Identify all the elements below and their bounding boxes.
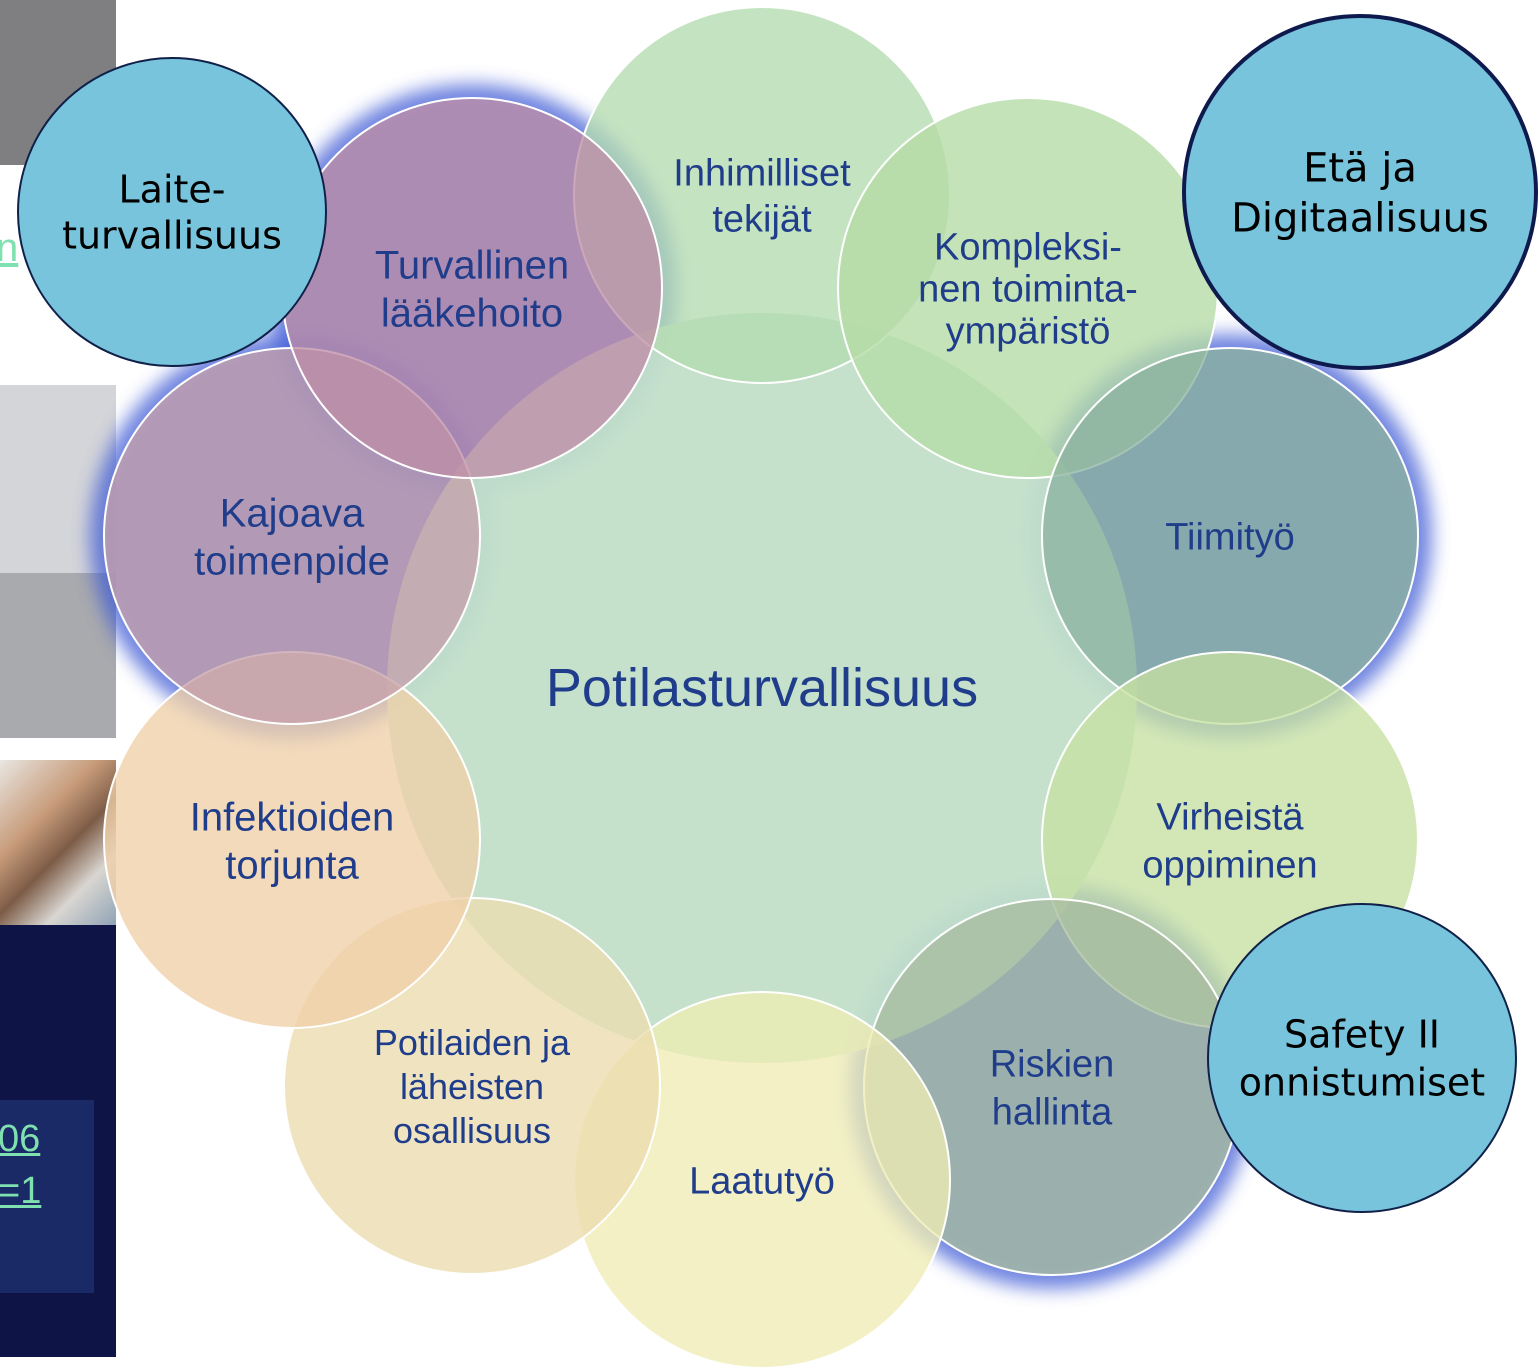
kajoava-label-line: toimenpide: [194, 539, 390, 583]
virheista-label: Virheistä oppiminen: [1142, 797, 1317, 887]
turvallinen-label-line: Turvallinen: [375, 243, 569, 287]
navy-inner-box: [0, 1100, 94, 1293]
center-label: Potilasturvallisuus: [546, 658, 978, 718]
photo-fragment: [0, 760, 116, 925]
laite-callout-label: Laite-turvallisuus: [62, 168, 282, 258]
laite-callout-label-line: Laite-: [118, 168, 225, 212]
infektioiden-label-line: Infektioiden: [190, 795, 395, 839]
riskien-label-line: Riskien: [990, 1044, 1115, 1086]
virheista-label-line: Virheistä: [1156, 797, 1304, 839]
safety-callout-label-line: Safety II: [1284, 1013, 1440, 1057]
inhimilliset-label-line: tekijät: [712, 199, 812, 241]
infektioiden-label-line: torjunta: [225, 843, 359, 887]
eta-callout-label-line: Etä ja: [1303, 145, 1417, 191]
potilaiden-label-line: läheisten: [400, 1066, 544, 1107]
callout-layer: Laite-turvallisuus Etä jaDigitaalisuusSaf…: [17, 14, 1538, 1213]
turvallinen-label-line: lääkehoito: [381, 291, 563, 335]
laite-callout-circle: [17, 57, 327, 367]
tiimityo-label-line: Tiimityö: [1165, 517, 1294, 559]
eta-callout-label-line: Digitaalisuus: [1231, 195, 1489, 241]
kompleksinen-label-line: Kompleksi-: [934, 227, 1122, 269]
kompleksinen-label-line: ympäristö: [946, 311, 1111, 353]
eta-callout-circle: [1182, 14, 1538, 370]
riskien-label: Riskien hallinta: [990, 1044, 1115, 1134]
center-layer: Potilasturvallisuus: [387, 313, 1137, 1063]
link-fragment-bottom-1[interactable]: 06: [0, 1118, 41, 1160]
virheista-label-line: oppiminen: [1142, 845, 1317, 887]
safety-callout-circle: [1207, 903, 1517, 1213]
riskien-label-line: hallinta: [992, 1092, 1113, 1134]
laite-callout-label-line: turvallisuus: [62, 214, 282, 258]
kompleksinen-label-line: nen toiminta-: [918, 269, 1138, 311]
turvallinen-circle: [281, 97, 663, 479]
laatutyo-label: Laatutyö: [689, 1161, 835, 1203]
potilaiden-label-line: Potilaiden ja: [374, 1022, 571, 1063]
center-circle: [387, 313, 1137, 1063]
tiimityo-label: Tiimityö: [1165, 517, 1294, 559]
safety-callout-label-line: onnistumiset: [1239, 1061, 1485, 1105]
inhimilliset-label-line: Inhimilliset: [673, 153, 851, 195]
kajoava-label-line: Kajoava: [220, 491, 365, 535]
link-fragment-bottom-2[interactable]: =1: [0, 1170, 42, 1212]
kompleksinen-label: Kompleksi-nen toiminta-ympäristö: [918, 227, 1138, 353]
potilaiden-label-line: osallisuus: [393, 1110, 551, 1151]
gray-panel-lower: [0, 573, 116, 738]
link-fragment-top[interactable]: n: [0, 226, 19, 270]
laatutyo-label-line: Laatutyö: [689, 1161, 835, 1203]
